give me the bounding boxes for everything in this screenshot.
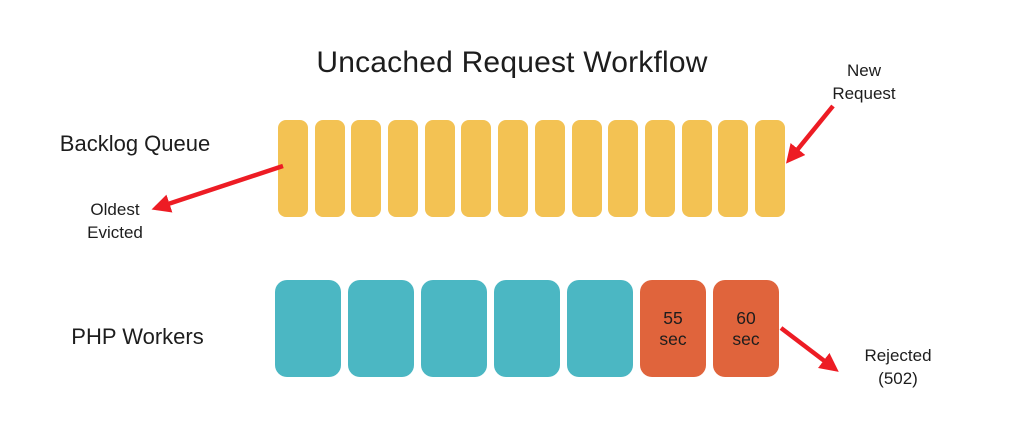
new-request-label: New Request [809,59,919,105]
busy-worker-duration-value: 60 [736,307,756,328]
busy-worker-duration-unit: sec [659,328,687,349]
oldest-evicted-arrow [151,163,284,213]
backlog-queue-slot [278,120,308,217]
backlog-queue-label: Backlog Queue [59,131,211,156]
rejected-label-line1: Rejected [864,346,932,365]
rejected-label-line2: (502) [878,369,918,388]
rejected-arrow [779,326,839,372]
php-worker-slot-free [275,280,341,377]
php-worker-slot-free [421,280,487,377]
php-worker-slot-free [348,280,414,377]
busy-worker-duration-unit: sec [732,328,760,349]
new-request-label-line1: New [846,61,881,80]
busy-worker-duration-value: 55 [663,307,683,328]
php-worker-slot-free [567,280,633,377]
new-request-arrow [786,104,835,164]
backlog-queue-slot [718,120,749,217]
backlog-queue-row [278,120,785,217]
oldest-evicted-label-line2: Evicted [87,223,143,242]
backlog-queue-slot [534,120,565,217]
backlog-queue-slot [424,120,455,217]
php-workers-label: PHP Workers [71,324,204,349]
oldest-evicted-label-line1: Oldest [90,200,140,219]
backlog-queue-slot [351,120,382,217]
backlog-queue-slot [314,120,345,217]
backlog-queue-slot [571,120,602,217]
php-worker-slot-free [494,280,560,377]
backlog-queue-slot [498,120,529,217]
rejected-label: Rejected (502) [843,344,953,390]
backlog-queue-slot [681,120,712,217]
backlog-queue-slot [388,120,419,217]
backlog-queue-slot [608,120,639,217]
new-request-label-line2: Request [832,84,896,103]
diagram-title: Uncached Request Workflow [316,46,708,79]
oldest-evicted-label: Oldest Evicted [60,198,170,244]
backlog-queue-slot [644,120,675,217]
backlog-queue-slot [461,120,492,217]
backlog-queue-slot [754,120,785,217]
